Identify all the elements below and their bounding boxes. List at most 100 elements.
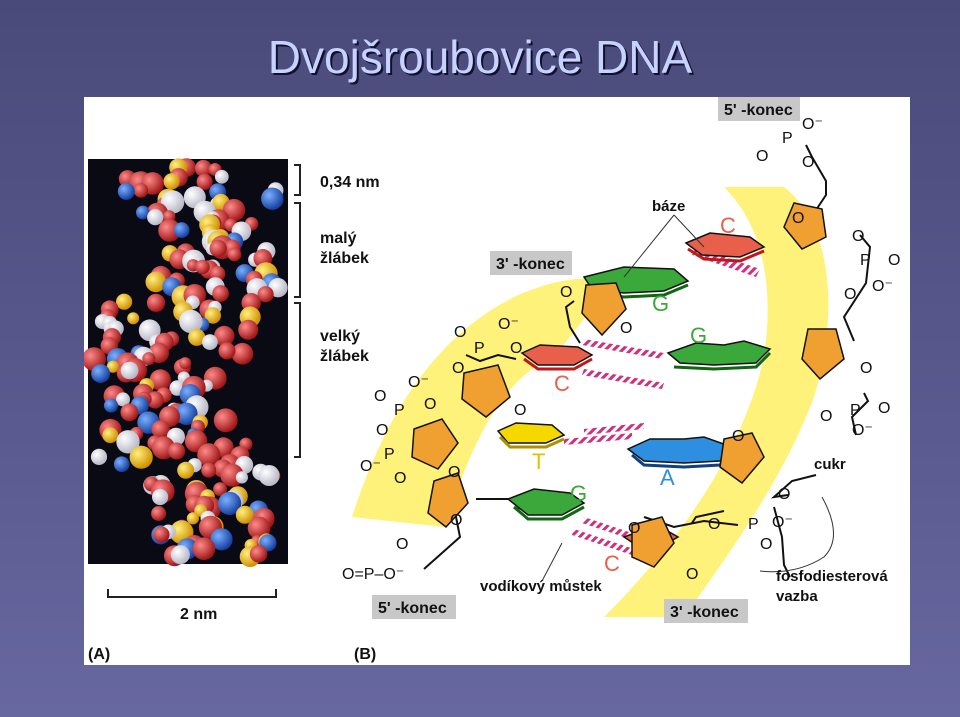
atom-sphere <box>146 293 166 312</box>
svg-text:O: O <box>760 536 772 553</box>
atom-sphere <box>106 360 119 373</box>
end-3-top-label: 3' -konec <box>496 256 565 273</box>
base-g-mid <box>666 340 772 371</box>
svg-text:O⁻: O⁻ <box>852 422 873 439</box>
atom-sphere <box>249 545 268 563</box>
atom-sphere <box>197 443 221 467</box>
atom-sphere <box>192 537 216 560</box>
svg-text:P: P <box>748 516 759 533</box>
atom-sphere <box>209 239 227 258</box>
svg-text:O⁻: O⁻ <box>772 514 793 531</box>
base-a <box>626 436 734 469</box>
svg-text:O: O <box>394 470 406 487</box>
sugar-label: cukr <box>814 456 846 473</box>
pointer-lines <box>541 214 834 582</box>
svg-text:P: P <box>782 130 793 147</box>
base-letter-g1: G <box>652 291 669 316</box>
atom-sphere <box>173 222 190 238</box>
svg-text:O: O <box>860 360 872 377</box>
base-t <box>496 422 566 449</box>
svg-text:O: O <box>374 388 386 405</box>
atom-sphere <box>218 491 242 515</box>
atom-sphere <box>168 442 186 460</box>
svg-text:O⁻: O⁻ <box>408 374 429 391</box>
base-c-top <box>684 232 766 263</box>
atom-sphere <box>261 187 284 210</box>
svg-text:O: O <box>778 486 790 503</box>
base-letter-c2: C <box>554 371 570 396</box>
panel-a-label: (A) <box>88 646 110 663</box>
atom-sphere <box>116 293 133 310</box>
major-groove-label-2: žlábek <box>320 348 369 365</box>
atom-sphere <box>238 319 259 340</box>
atom-sphere <box>120 361 139 380</box>
atom-sphere <box>258 465 280 486</box>
space-filling-model <box>84 158 288 567</box>
atom-sphere <box>136 205 150 220</box>
svg-text:P: P <box>394 402 405 419</box>
atom-sphere <box>210 528 233 551</box>
base-letter-g3: G <box>570 481 587 506</box>
atom-sphere <box>160 190 185 214</box>
svg-text:P: P <box>474 340 485 357</box>
base-letter-c3: C <box>604 551 620 576</box>
bases-label: báze <box>652 198 685 215</box>
atom-sphere <box>213 408 238 433</box>
atom-sphere <box>152 488 169 506</box>
svg-text:O: O <box>708 516 720 533</box>
atom-sphere <box>231 342 254 365</box>
atom-sphere <box>213 482 228 496</box>
atom-sphere <box>151 420 170 439</box>
svg-text:O: O <box>424 396 436 413</box>
end-5-bottom-label: 5' -konec <box>378 600 447 617</box>
svg-text:O⁻: O⁻ <box>360 458 381 475</box>
svg-text:O: O <box>852 228 864 245</box>
atom-sphere <box>133 183 149 198</box>
atom-sphere <box>151 506 167 521</box>
svg-text:O: O <box>802 154 814 171</box>
atom-sphere <box>116 392 130 407</box>
svg-text:O: O <box>628 520 640 537</box>
atom-sphere <box>120 403 139 422</box>
atom-sphere <box>212 285 229 302</box>
major-groove-label-1: velký <box>320 328 360 345</box>
atom-sphere <box>113 456 130 473</box>
dna-diagram: 0,34 nm malý žlábek velký žlábek 2 nm (A… <box>84 97 900 663</box>
atom-sphere <box>188 328 206 346</box>
atom-sphere <box>116 430 140 454</box>
svg-text:O: O <box>448 464 460 481</box>
svg-text:P: P <box>850 402 861 419</box>
panel-b-label: (B) <box>354 646 376 663</box>
svg-text:O: O <box>510 340 522 357</box>
atom-sphere <box>91 364 110 383</box>
atom-sphere <box>186 512 199 525</box>
svg-text:O: O <box>514 402 526 419</box>
svg-text:O: O <box>878 400 890 417</box>
atom-sphere <box>175 402 198 425</box>
atom-sphere <box>170 545 190 565</box>
atom-sphere <box>158 219 181 242</box>
svg-text:P: P <box>860 252 871 269</box>
atom-sphere <box>145 271 167 293</box>
svg-text:O: O <box>686 566 698 583</box>
phosphodiester-label-1: fosfodiesterová <box>776 568 888 585</box>
base-letter-a: A <box>660 465 675 490</box>
svg-text:O: O <box>888 252 900 269</box>
base-letter-c1: C <box>720 213 736 238</box>
atom-sphere <box>142 352 156 366</box>
svg-text:O: O <box>732 428 744 445</box>
end-5-bottom-box <box>372 595 456 619</box>
atom-sphere <box>214 325 235 347</box>
base-g-bottom <box>506 488 586 521</box>
atom-sphere <box>179 309 203 334</box>
atom-sphere <box>235 471 248 484</box>
atom-sphere <box>147 209 164 226</box>
atom-sphere <box>204 307 221 324</box>
svg-text:O: O <box>454 324 466 341</box>
svg-text:O⁻: O⁻ <box>872 278 893 295</box>
end-3-top-box <box>490 251 572 275</box>
atom-sphere <box>153 526 170 543</box>
atom-sphere <box>179 357 192 370</box>
svg-text:O: O <box>756 148 768 165</box>
sugar-rings <box>411 202 845 568</box>
